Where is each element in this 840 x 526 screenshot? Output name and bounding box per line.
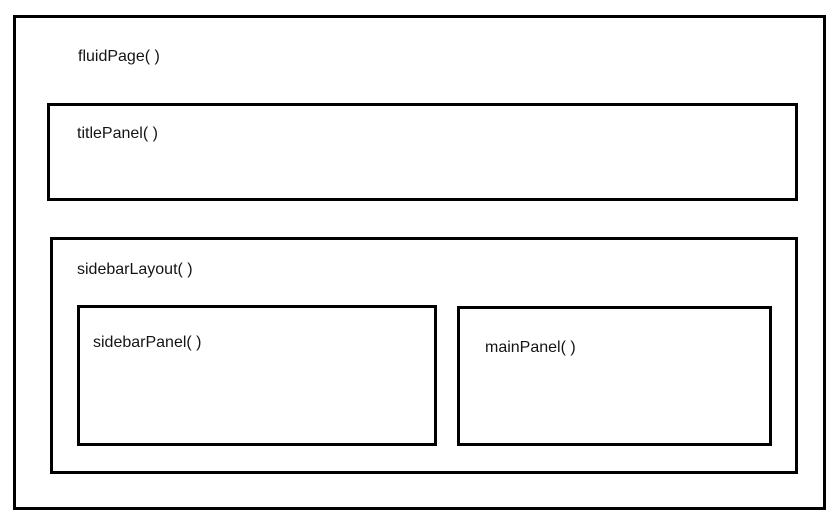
sidebarlayout-label: sidebarLayout( ) [77,261,193,278]
mainpanel-box: mainPanel( ) [457,306,772,446]
sidebarlayout-box: sidebarLayout( ) sidebarPanel( ) mainPan… [50,237,798,474]
fluidpage-box: fluidPage( ) titlePanel( ) sidebarLayout… [13,15,826,510]
titlepanel-box: titlePanel( ) [47,103,798,201]
fluidpage-label: fluidPage( ) [78,48,160,65]
sidebarpanel-label: sidebarPanel( ) [93,334,202,351]
mainpanel-label: mainPanel( ) [485,339,576,356]
sidebarpanel-box: sidebarPanel( ) [77,305,437,446]
titlepanel-label: titlePanel( ) [77,125,158,142]
